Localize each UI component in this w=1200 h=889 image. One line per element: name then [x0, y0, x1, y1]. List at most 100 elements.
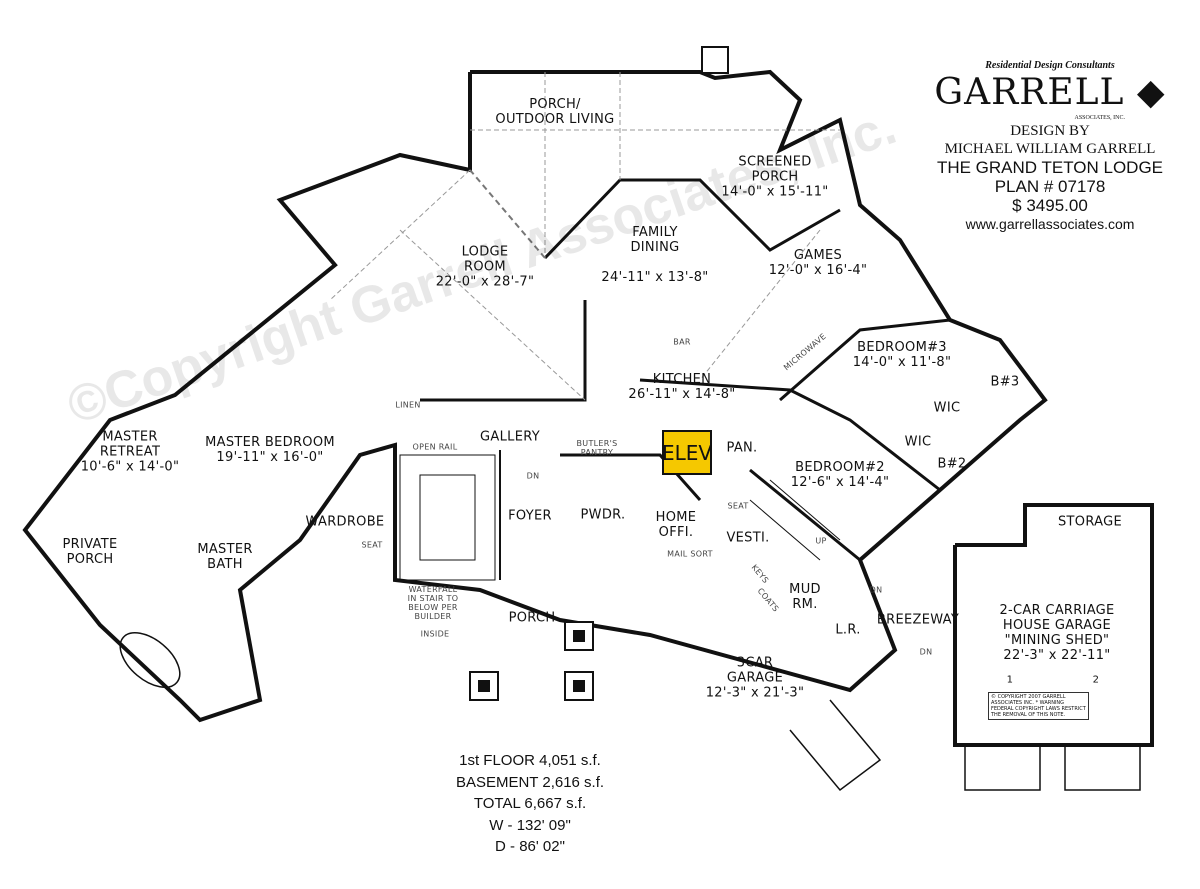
first-floor-area: 1st FLOOR 4,051 s.f. — [459, 752, 601, 769]
room-label-line: PWDR. — [580, 507, 626, 523]
room-label-line: 19'-11" x 16'-0" — [216, 450, 324, 465]
note-linen: LINEN — [395, 400, 421, 410]
room-label-line: WIC — [904, 434, 932, 450]
room-label-line: PORCH — [751, 169, 799, 185]
room-label-line: PAN. — [726, 440, 758, 456]
plan-price: $ 3495.00 — [1012, 196, 1088, 215]
room-label-line: 22'-0" x 28'-7" — [435, 274, 535, 290]
room-label-line: 12'-0" x 16'-4" — [768, 263, 868, 278]
note-inside: INSIDE — [420, 629, 450, 639]
note-bar: BAR — [673, 337, 691, 347]
copyright-note: © COPYRIGHT 2007 GARRELL ASSOCIATES INC.… — [988, 692, 1089, 720]
room-label-line: VESTI. — [726, 530, 770, 546]
room-label-vestibule: VESTI. — [726, 531, 769, 546]
plan-name: THE GRAND TETON LODGE — [936, 158, 1164, 177]
exterior-walls — [22, 69, 1048, 723]
title-block: Residential Design Consultants GARRELL ◆… — [915, 60, 1185, 233]
room-label-line: B#3 — [990, 374, 1020, 390]
room-label-foyer: FOYER — [508, 509, 552, 524]
note-dn-breezeway-2: DN — [919, 647, 933, 657]
room-label-gallery: GALLERY — [480, 430, 540, 445]
room-label-wic1: WIC — [934, 401, 961, 416]
room-label-line: BREEZEWAY — [876, 612, 960, 628]
logo: GARRELL ◆ — [915, 72, 1185, 114]
tub — [119, 632, 181, 688]
designer-name: MICHAEL WILLIAM GARRELL — [944, 141, 1156, 157]
room-label-line: FAMILY — [632, 225, 678, 240]
room-label-line: B#2 — [937, 456, 967, 472]
tagline: Residential Design Consultants — [985, 60, 1115, 71]
room-label-line: HOME — [655, 510, 697, 525]
elevator-label: ELEV — [661, 440, 713, 465]
carriage-garage-walls — [953, 503, 1154, 747]
note-butlers-pantry: BUTLER'S PANTRY — [576, 439, 618, 457]
room-label-line: WARDROBE — [305, 514, 385, 530]
room-label-wardrobe: WARDROBE — [306, 515, 385, 530]
room-label-line: KITCHEN — [652, 372, 712, 387]
room-label-line: 22'-3" x 22'-11" — [1003, 648, 1111, 663]
porch-columns — [469, 46, 729, 701]
area-summary: 1st FLOOR 4,051 s.f. BASEMENT 2,616 s.f.… — [430, 750, 630, 858]
room-label-line: 14'-0" x 15'-11" — [721, 184, 829, 200]
room-label-line: STORAGE — [1058, 514, 1122, 530]
note-dn-breezeway: DN — [869, 585, 883, 595]
note-seat-wardrobe: SEAT — [361, 540, 383, 550]
grid-lines — [329, 72, 840, 401]
garage-bay-1: 1 — [1006, 674, 1014, 686]
room-label-line: ROOM — [464, 259, 506, 275]
logo-text: GARRELL — [934, 72, 1125, 113]
logo-subtitle: ASSOCIATES, INC. — [1074, 115, 1125, 121]
room-label-laundry: L.R. — [835, 623, 860, 638]
room-label-line: DINING — [630, 240, 680, 255]
design-by: DESIGN BY — [1010, 123, 1090, 139]
room-label-line: BATH — [207, 557, 243, 572]
room-label-pantry: PAN. — [727, 441, 758, 456]
basement-area: BASEMENT 2,616 s.f. — [455, 773, 605, 791]
room-label-line: SCREENED — [738, 154, 812, 170]
room-label-line: FOYER — [508, 508, 552, 524]
room-label-line: 2-CAR CARRIAGE — [999, 603, 1115, 618]
room-label-porch-outdoor: PORCH/OUTDOOR LIVING — [495, 97, 614, 127]
depth-dimension: D - 86' 02" — [495, 838, 565, 855]
room-label-line: PORCH — [508, 610, 556, 626]
room-label-line: PORCH — [66, 552, 114, 567]
garage-bay-2: 2 — [1092, 674, 1100, 686]
room-label-line: 12'-6" x 14'-4" — [790, 475, 890, 490]
garage-apron — [789, 699, 1141, 792]
room-label-storage: STORAGE — [1058, 515, 1122, 530]
room-label-line: 10'-6" x 14'-0" — [80, 459, 180, 475]
note-waterfall: WATERFALL IN STAIR TO BELOW PER BUILDER — [407, 585, 459, 621]
room-label-b3: B#3 — [991, 375, 1020, 390]
room-label-line: "MINING SHED" — [1004, 633, 1110, 648]
room-label-line: PRIVATE — [62, 537, 118, 552]
note-mail-sort: MAIL SORT — [667, 549, 713, 559]
room-label-line: MASTER — [102, 429, 158, 445]
room-label-line: 26'-11" x 14'-8" — [628, 387, 736, 402]
room-label-line: HOUSE GARAGE — [1002, 618, 1112, 633]
room-label-line: 24'-11" x 13'-8" — [601, 270, 709, 285]
website-link[interactable]: www.garrellassociates.com — [965, 216, 1135, 232]
room-label-line: WIC — [933, 400, 961, 416]
room-label-b2: B#2 — [938, 457, 967, 472]
width-dimension: W - 132' 09" — [489, 816, 571, 834]
room-label-line: MASTER BEDROOM — [205, 435, 335, 450]
stairs — [399, 454, 841, 581]
room-label-line: 3CAR — [736, 655, 774, 671]
note-open-rail: OPEN RAIL — [412, 442, 458, 452]
room-label-line: MUD — [789, 582, 821, 597]
room-label-line: 14'-0" x 11'-8" — [852, 355, 952, 370]
